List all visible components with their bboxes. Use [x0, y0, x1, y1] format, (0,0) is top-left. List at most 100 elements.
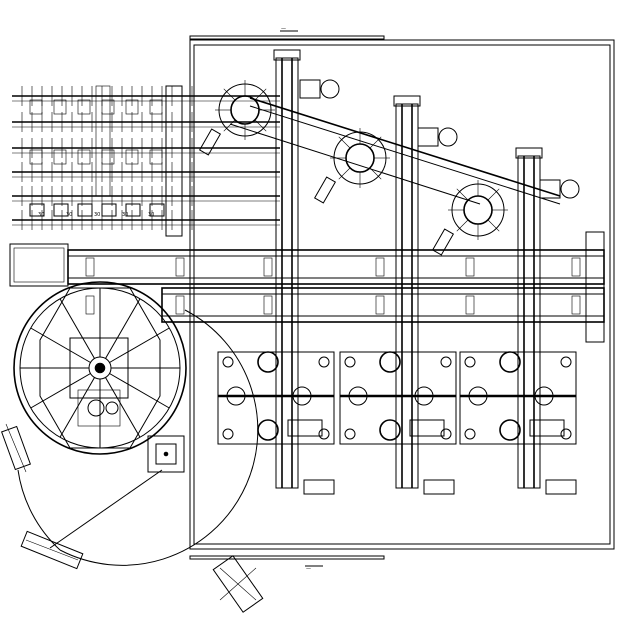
robot-arm [456, 219, 469, 232]
robot-arm [223, 119, 236, 132]
column-body [395, 103, 419, 489]
station-bolt [464, 428, 476, 440]
rail-carrier [29, 149, 43, 165]
turntable-spoke [105, 377, 141, 438]
rail-carrier [125, 203, 141, 217]
column-body [275, 57, 299, 489]
rail-carrier [125, 99, 139, 115]
cassette-bottom-right [212, 555, 264, 613]
station-wheel [379, 419, 401, 441]
robot-arm [338, 167, 351, 180]
cassette-left [1, 423, 31, 473]
bed-support [375, 257, 385, 277]
column-cap [393, 95, 421, 107]
conveyor-tags: 30 30 30 30 30 [38, 212, 154, 218]
column-body [517, 155, 541, 489]
bottom-dimension-label: — [306, 566, 311, 572]
rail-carrier [53, 149, 67, 165]
rail-carrier [29, 203, 45, 217]
pivot-box [147, 435, 185, 473]
gripper [313, 176, 337, 204]
motor-drum [320, 79, 340, 99]
station-plate [459, 351, 577, 445]
column-motor [303, 479, 335, 495]
turntable-spoke [109, 373, 170, 409]
gripper [198, 128, 222, 156]
turntable-spoke [30, 327, 91, 363]
conveyor-bed-supports [85, 257, 581, 315]
station-gearbox [529, 419, 565, 437]
top-dimension-label: — [281, 26, 286, 32]
rail-carrier [101, 203, 117, 217]
station-bolt [222, 428, 234, 440]
robot-arm [338, 136, 351, 149]
station-bolt [464, 356, 476, 368]
turntable-spoke [59, 377, 95, 438]
tag-label: 30 [38, 212, 44, 218]
station-plate [217, 351, 335, 445]
rail-carrier [101, 99, 115, 115]
station-wheel [499, 351, 521, 373]
station-wheel [257, 351, 279, 373]
rail-carrier [149, 99, 163, 115]
turntable-spoke [105, 298, 141, 359]
top-dimension [189, 30, 385, 40]
platform-stations [217, 351, 577, 445]
robot-arm [369, 167, 382, 180]
rail-carrier [149, 203, 165, 217]
motor-drum [438, 127, 458, 147]
bed-support [263, 295, 273, 315]
robot-heads [198, 79, 580, 256]
station-bolt [318, 356, 330, 368]
rail-carrier [77, 203, 93, 217]
turntable-spoke [30, 373, 91, 409]
column-cap [273, 49, 301, 61]
robot-arm [254, 88, 267, 101]
swing-arc [17, 309, 259, 566]
station-bolt [560, 356, 572, 368]
gripper [431, 228, 455, 256]
robot-arm [487, 188, 500, 201]
bed-support [85, 295, 95, 315]
bottom-dimension [189, 555, 385, 567]
gantry-beams [229, 97, 561, 205]
rail-carrier [125, 149, 139, 165]
station-bolt [560, 428, 572, 440]
station-wheel [379, 351, 401, 373]
column-motor [545, 479, 577, 495]
bed-support [571, 257, 581, 277]
motor-block [299, 79, 321, 99]
rail-carrier [77, 99, 91, 115]
motor-drum [560, 179, 580, 199]
station-bolt [440, 428, 452, 440]
station-wheel [257, 419, 279, 441]
tag-label: 30 [148, 212, 154, 218]
robot-hub [345, 143, 375, 173]
infeed-conveyor-rails [12, 85, 280, 237]
rail-carrier [29, 99, 43, 115]
turntable-spoke [59, 298, 95, 359]
bed-support [465, 295, 475, 315]
bed-support [175, 257, 185, 277]
bed-support [263, 257, 273, 277]
main-conveyor-bed [9, 231, 605, 343]
rail-carrier [53, 203, 69, 217]
bed-support [571, 295, 581, 315]
robot-arm [254, 119, 267, 132]
rail-frame [165, 85, 183, 237]
turntable-spoke [109, 327, 170, 363]
cassette-bottom-left [20, 530, 84, 570]
robot-arm [487, 219, 500, 232]
station-plate [339, 351, 457, 445]
bed-support [85, 257, 95, 277]
tag-label: 30 [66, 212, 72, 218]
robot-arm [369, 136, 382, 149]
station-gearbox [287, 419, 323, 437]
tag-label: 30 [122, 212, 128, 218]
station-wheel [499, 419, 521, 441]
station-bolt [344, 356, 356, 368]
turntable [13, 281, 187, 455]
rail-carrier [101, 149, 115, 165]
station-bolt [440, 356, 452, 368]
